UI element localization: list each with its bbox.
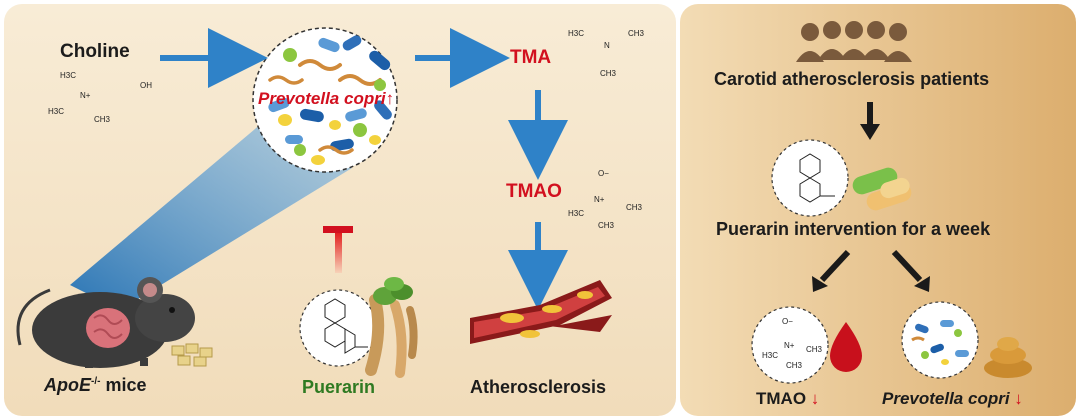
tmao-result-label: TMAO ↓ — [756, 389, 820, 408]
inhibition-symbol — [323, 226, 353, 273]
choline-h3c-top: H3C — [60, 71, 77, 80]
stool-icon — [984, 337, 1032, 378]
choline-oh: OH — [140, 81, 152, 90]
tmao-ch3-right: CH3 — [626, 203, 643, 212]
right-tmao-h3c: H3C — [762, 351, 779, 360]
choline-label: Choline — [60, 41, 130, 62]
tmao-h3c: H3C — [568, 209, 585, 218]
choline-ch3: CH3 — [94, 115, 111, 124]
tmao-n-plus: N+ — [594, 195, 605, 204]
zoom-cone — [70, 118, 352, 310]
flow-arrows — [160, 28, 568, 310]
right-tmao-o-minus: O− — [782, 317, 793, 326]
right-tmao-n-plus: N+ — [784, 341, 795, 350]
atherosclerosis-label: Atherosclerosis — [470, 377, 607, 397]
tma-ch3-bottom: CH3 — [600, 69, 617, 78]
choline-h3c-bottom: H3C — [48, 107, 65, 116]
prevotella-label-left: Prevotella copri↑ — [258, 89, 395, 108]
right-flow-arrows — [812, 102, 930, 292]
tma-ch3-right: CH3 — [628, 29, 645, 38]
gut-microbiome-circle — [252, 27, 398, 173]
patients-label: Carotid atherosclerosis patients — [714, 69, 990, 89]
microbiome-small-circle — [901, 301, 979, 379]
tma-n: N — [604, 41, 610, 50]
mouse-label: ApoE-/- mice — [44, 375, 147, 395]
puerarin-molecule-circle — [299, 289, 377, 367]
tma-h3c: H3C — [568, 29, 585, 38]
tmao-molecule-circle — [751, 306, 829, 384]
tmao-ch3-bottom: CH3 — [598, 221, 615, 230]
patients-icon — [796, 21, 912, 62]
kudzu-root-illustration — [365, 277, 418, 378]
puerarin-capsule-group — [771, 139, 912, 217]
prevotella-result-label: Prevotella copri ↓ — [882, 389, 1023, 408]
mouse-illustration — [16, 277, 195, 368]
right-tmao-ch3-right: CH3 — [806, 345, 823, 354]
artery-plaque-illustration — [470, 280, 612, 344]
intervention-label: Puerarin intervention for a week — [716, 219, 991, 239]
food-pellets — [171, 343, 213, 367]
choline-n-plus: N+ — [80, 91, 91, 100]
blood-drop-icon — [830, 322, 862, 372]
tma-label: TMA — [510, 47, 552, 68]
right-tmao-ch3-bottom: CH3 — [786, 361, 803, 370]
tmao-o-minus: O− — [598, 169, 609, 178]
tmao-label-left: TMAO — [506, 181, 562, 202]
puerarin-label: Puerarin — [302, 377, 376, 397]
